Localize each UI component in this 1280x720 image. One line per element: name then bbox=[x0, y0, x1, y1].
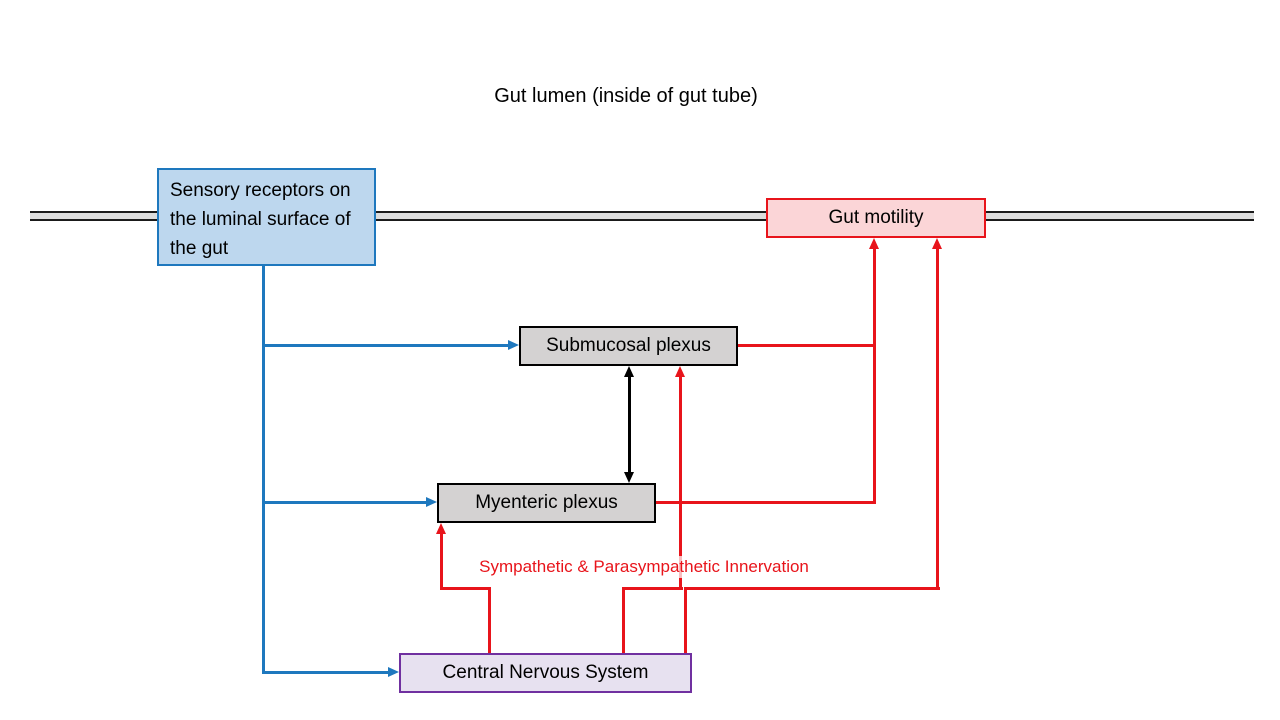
red-cns-to-gutmotility-elbow bbox=[684, 587, 940, 590]
red-plexus-to-gutmotility-stem bbox=[873, 247, 876, 504]
diagram-title: Gut lumen (inside of gut tube) bbox=[494, 85, 758, 107]
blue-arrowhead-submucosal-icon bbox=[508, 340, 519, 350]
blue-trunk-line bbox=[262, 264, 265, 674]
red-submucosal-to-gutmotility-line bbox=[738, 344, 876, 347]
central-nervous-system-label: Central Nervous System bbox=[442, 662, 649, 683]
submucosal-plexus-label: Submucosal plexus bbox=[546, 335, 711, 356]
central-nervous-system-box: Central Nervous System bbox=[399, 653, 692, 693]
red-arrowhead-gutmotility-right-icon bbox=[932, 238, 942, 249]
red-cns-to-submucosal-riser bbox=[622, 587, 625, 653]
blue-line-to-submucosal bbox=[262, 344, 508, 347]
innervation-annotation: Sympathetic & Parasympathetic Innervatio… bbox=[455, 556, 833, 578]
red-cns-to-submucosal-stem bbox=[679, 376, 682, 590]
red-cns-to-submucosal-elbow bbox=[622, 587, 683, 590]
sensory-receptors-label: Sensory receptors on the luminal surface… bbox=[170, 180, 351, 259]
red-cns-to-myenteric-elbow bbox=[440, 587, 491, 590]
black-plexus-link-stem bbox=[628, 375, 631, 473]
sensory-receptors-box: Sensory receptors on the luminal surface… bbox=[157, 168, 376, 266]
gut-motility-label: Gut motility bbox=[828, 207, 924, 228]
myenteric-plexus-box: Myenteric plexus bbox=[437, 483, 656, 523]
red-arrowhead-gutmotility-left-icon bbox=[869, 238, 879, 249]
gut-motility-box: Gut motility bbox=[766, 198, 986, 238]
myenteric-plexus-label: Myenteric plexus bbox=[475, 492, 618, 513]
red-cns-to-gutmotility-stem bbox=[936, 247, 939, 590]
black-arrowhead-down-icon bbox=[624, 472, 634, 483]
red-arrowhead-submucosal-icon bbox=[675, 366, 685, 377]
blue-arrowhead-cns-icon bbox=[388, 667, 399, 677]
red-cns-to-myenteric-stem bbox=[440, 532, 443, 590]
blue-arrowhead-myenteric-icon bbox=[426, 497, 437, 507]
red-arrowhead-myenteric-icon bbox=[436, 523, 446, 534]
red-cns-to-myenteric-riser bbox=[488, 587, 491, 653]
submucosal-plexus-box: Submucosal plexus bbox=[519, 326, 738, 366]
red-cns-to-gutmotility-riser bbox=[684, 587, 687, 653]
blue-line-to-myenteric bbox=[262, 501, 426, 504]
red-myenteric-to-gutmotility-line bbox=[656, 501, 876, 504]
gut-wall-double-line bbox=[30, 211, 1254, 221]
black-arrowhead-up-icon bbox=[624, 366, 634, 377]
blue-line-to-cns bbox=[262, 671, 388, 674]
